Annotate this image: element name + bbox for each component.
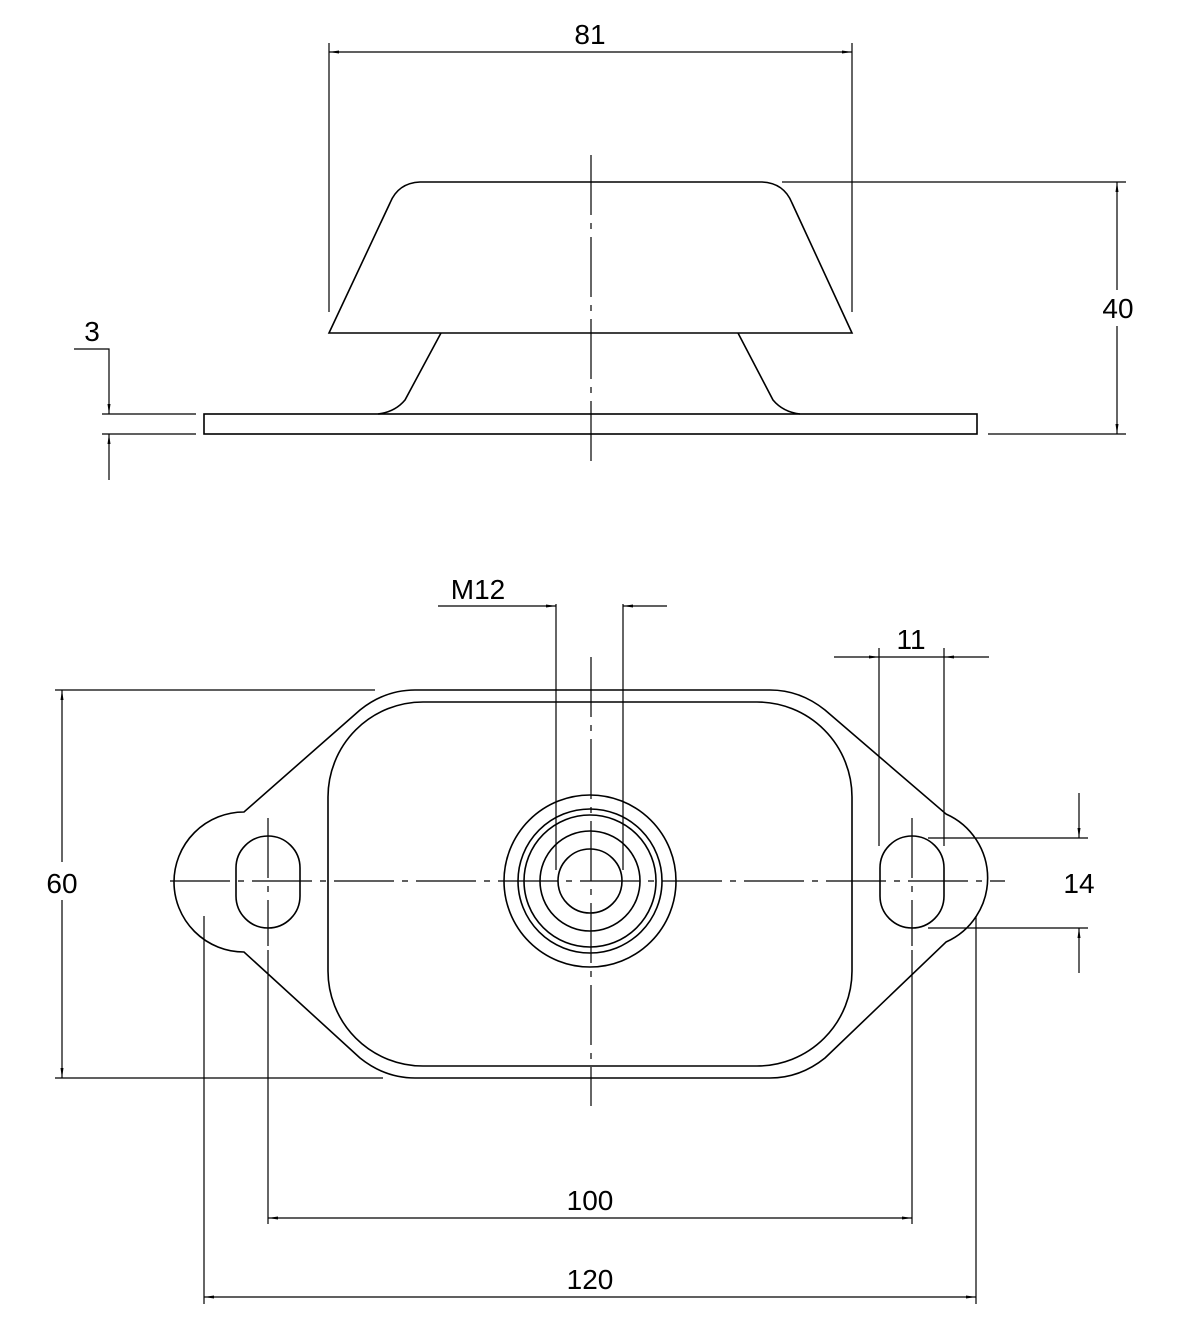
dimension-top-width: 81 — [328, 19, 853, 312]
dimension-label-overall-length: 120 — [567, 1264, 614, 1295]
dimension-label-height: 40 — [1102, 293, 1133, 324]
dimension-plate-thickness: 3 — [74, 316, 196, 480]
mount-neck — [377, 332, 442, 415]
dimension-overall-length: 120 — [203, 916, 977, 1304]
dimension-label-thread: M12 — [451, 574, 505, 605]
dimension-width: 60 — [46, 689, 383, 1079]
dimension-slot-width: 11 — [834, 624, 989, 846]
mount-neck — [737, 332, 801, 415]
dimension-label-slot-width: 11 — [896, 624, 925, 655]
dimension-label-top-width: 81 — [574, 19, 605, 50]
rubber-body-outline — [327, 701, 853, 1067]
dimension-slot-length: 14 — [928, 793, 1095, 973]
side-view: 81 40 3 — [74, 19, 1134, 480]
flange-outline — [173, 689, 989, 1079]
top-view: M12 11 14 60 — [46, 574, 1095, 1304]
dimension-label-slot-length: 14 — [1063, 868, 1094, 899]
dimension-height: 40 — [782, 181, 1134, 435]
mount-top-body — [327, 181, 854, 334]
dimension-hole-spacing: 100 — [267, 950, 913, 1224]
dimension-label-hole-spacing: 100 — [567, 1185, 614, 1216]
dimension-thread: M12 — [438, 574, 667, 870]
dimension-label-plate-thickness: 3 — [84, 316, 100, 347]
dimension-label-width: 60 — [46, 868, 77, 899]
